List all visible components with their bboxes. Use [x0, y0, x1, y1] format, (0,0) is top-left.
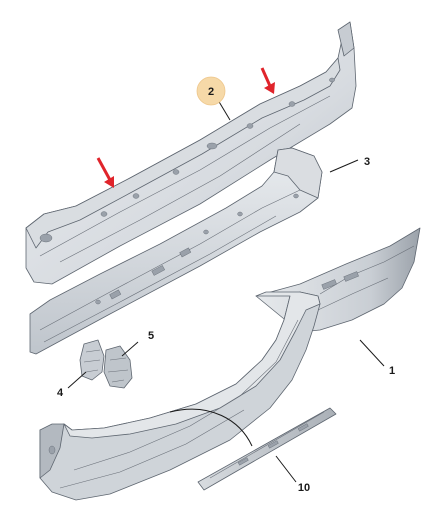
callout-2: 2 — [208, 86, 214, 98]
callout-5: 5 — [148, 330, 154, 342]
callout-4: 4 — [57, 387, 64, 399]
part-2-inner-rail — [25, 21, 357, 285]
callout-3: 3 — [364, 156, 370, 168]
part-5-bracket — [103, 345, 133, 389]
part-4-bracket — [79, 339, 105, 381]
part-3-sill-rail — [29, 147, 323, 355]
part-10-scuff-trim — [197, 407, 337, 491]
leader-lines — [67, 99, 385, 483]
red-arrow-right — [260, 67, 275, 94]
callout-10: 10 — [298, 482, 310, 494]
callout-2-highlight — [196, 76, 226, 106]
callout-1: 1 — [389, 365, 395, 377]
red-arrow-left — [96, 157, 114, 188]
